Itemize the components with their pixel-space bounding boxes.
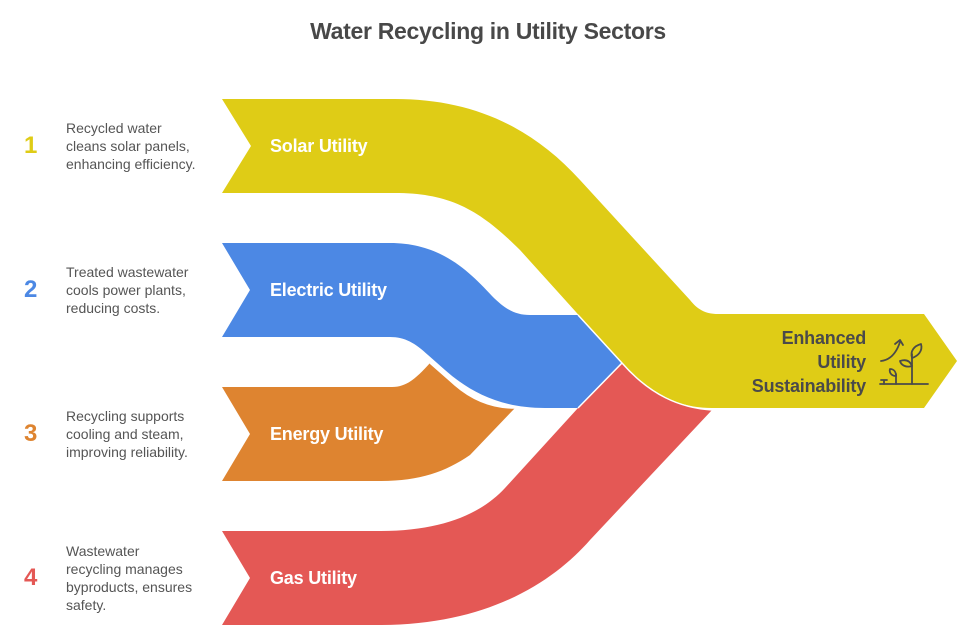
outcome-line: Sustainability <box>751 376 866 396</box>
flow-band-gas <box>222 363 712 625</box>
outcome-label: Enhanced Utility Sustainability <box>706 326 866 398</box>
flow-label-gas: Gas Utility <box>270 568 357 588</box>
desc-line: Recycling supports <box>66 408 185 424</box>
step-number-1: 1 <box>24 132 38 159</box>
step-description-2: Treated wastewater cools power plants, r… <box>66 263 216 317</box>
desc-line: improving reliability. <box>66 444 188 460</box>
flow-band-solar <box>222 99 957 408</box>
flow-separator <box>429 362 516 409</box>
step-description-4: Wastewater recycling manages byproducts,… <box>66 542 216 614</box>
desc-line: enhancing efficiency. <box>66 156 196 172</box>
desc-line: safety. <box>66 597 107 613</box>
flow-separator <box>577 314 713 411</box>
step-number-4: 4 <box>24 564 38 591</box>
desc-line: cooling and steam, <box>66 426 184 442</box>
step-number-3: 3 <box>24 420 38 447</box>
outcome-line: Enhanced <box>781 328 867 348</box>
flow-label-energy: Energy Utility <box>270 424 384 444</box>
flow-band-energy <box>222 363 515 481</box>
flow-band-electric <box>222 243 622 408</box>
desc-line: cools power plants, <box>66 282 186 298</box>
desc-line: recycling manages <box>66 561 183 577</box>
plant-growth-icon <box>879 339 929 385</box>
desc-line: Wastewater <box>66 543 140 559</box>
step-number-2: 2 <box>24 276 38 303</box>
step-description-3: Recycling supports cooling and steam, im… <box>66 407 216 461</box>
flow-label-electric: Electric Utility <box>270 280 387 300</box>
step-description-1: Recycled water cleans solar panels, enha… <box>66 119 216 173</box>
desc-line: cleans solar panels, <box>66 138 190 154</box>
desc-line: Treated wastewater <box>66 264 189 280</box>
desc-line: byproducts, ensures <box>66 579 193 595</box>
desc-line: reducing costs. <box>66 300 161 316</box>
flow-separator <box>577 362 623 409</box>
diagram-title: Water Recycling in Utility Sectors <box>310 18 666 44</box>
desc-line: Recycled water <box>66 120 162 136</box>
flow-label-solar: Solar Utility <box>270 136 368 156</box>
outcome-line: Utility <box>817 352 866 372</box>
